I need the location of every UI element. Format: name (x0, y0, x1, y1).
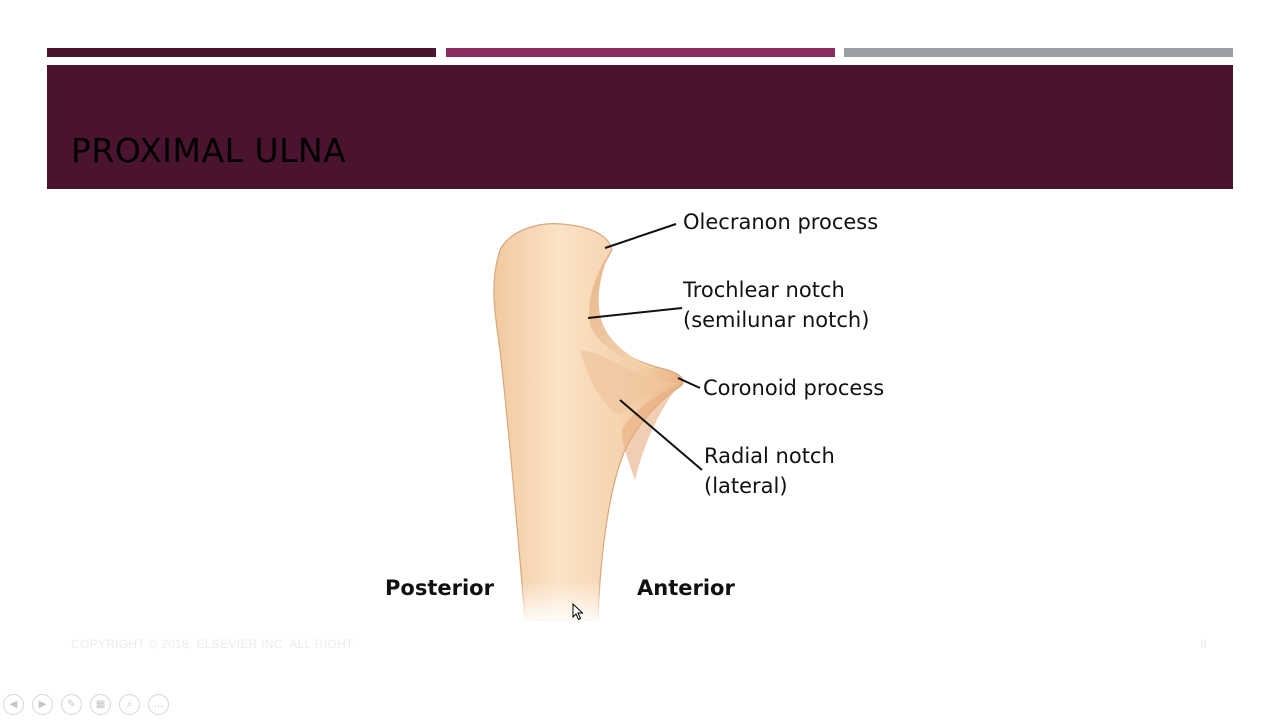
see-all-slides-icon[interactable]: ▦ (90, 694, 111, 715)
radial-label: Radial notch (704, 444, 835, 468)
zoom-icon[interactable]: ⌕ (119, 694, 140, 715)
trochlear-label: Trochlear notch (683, 278, 845, 302)
footer-page-number: 8 (1200, 637, 1207, 651)
pen-tool-icon[interactable]: ✎ (61, 694, 82, 715)
trochlear-sublabel: (semilunar notch) (683, 308, 870, 332)
footer-copyright: COPYRIGHT © 2018, ELSEVIER INC. ALL RIGH… (71, 637, 354, 651)
title-band: PROXIMAL ULNA (47, 65, 1233, 189)
ulna-bone-drawing (493, 223, 703, 625)
previous-slide-icon[interactable]: ◀ (3, 694, 24, 715)
next-slide-icon[interactable]: ▶ (32, 694, 53, 715)
more-options-icon[interactable]: … (148, 694, 169, 715)
olecranon-leader (604, 223, 677, 249)
ulna-illustration: Olecranon process Trochlear notch (semil… (360, 200, 920, 640)
trochlear-leader (587, 307, 683, 319)
slideshow-controls: ◀ ▶ ✎ ▦ ⌕ … (3, 694, 169, 716)
posterior-label: Posterior (385, 576, 494, 600)
accent-bar-middle (446, 48, 835, 57)
olecranon-label: Olecranon process (683, 210, 879, 234)
coronoid-label: Coronoid process (703, 376, 885, 400)
mouse-cursor-icon (572, 603, 584, 621)
radial-sublabel: (lateral) (704, 474, 788, 498)
accent-bar-left (47, 48, 436, 57)
anterior-label: Anterior (637, 576, 735, 600)
slide-title: PROXIMAL ULNA (71, 131, 347, 170)
coronoid-leader (677, 377, 701, 389)
radial-leader (619, 399, 703, 471)
accent-bar-right (844, 48, 1233, 57)
